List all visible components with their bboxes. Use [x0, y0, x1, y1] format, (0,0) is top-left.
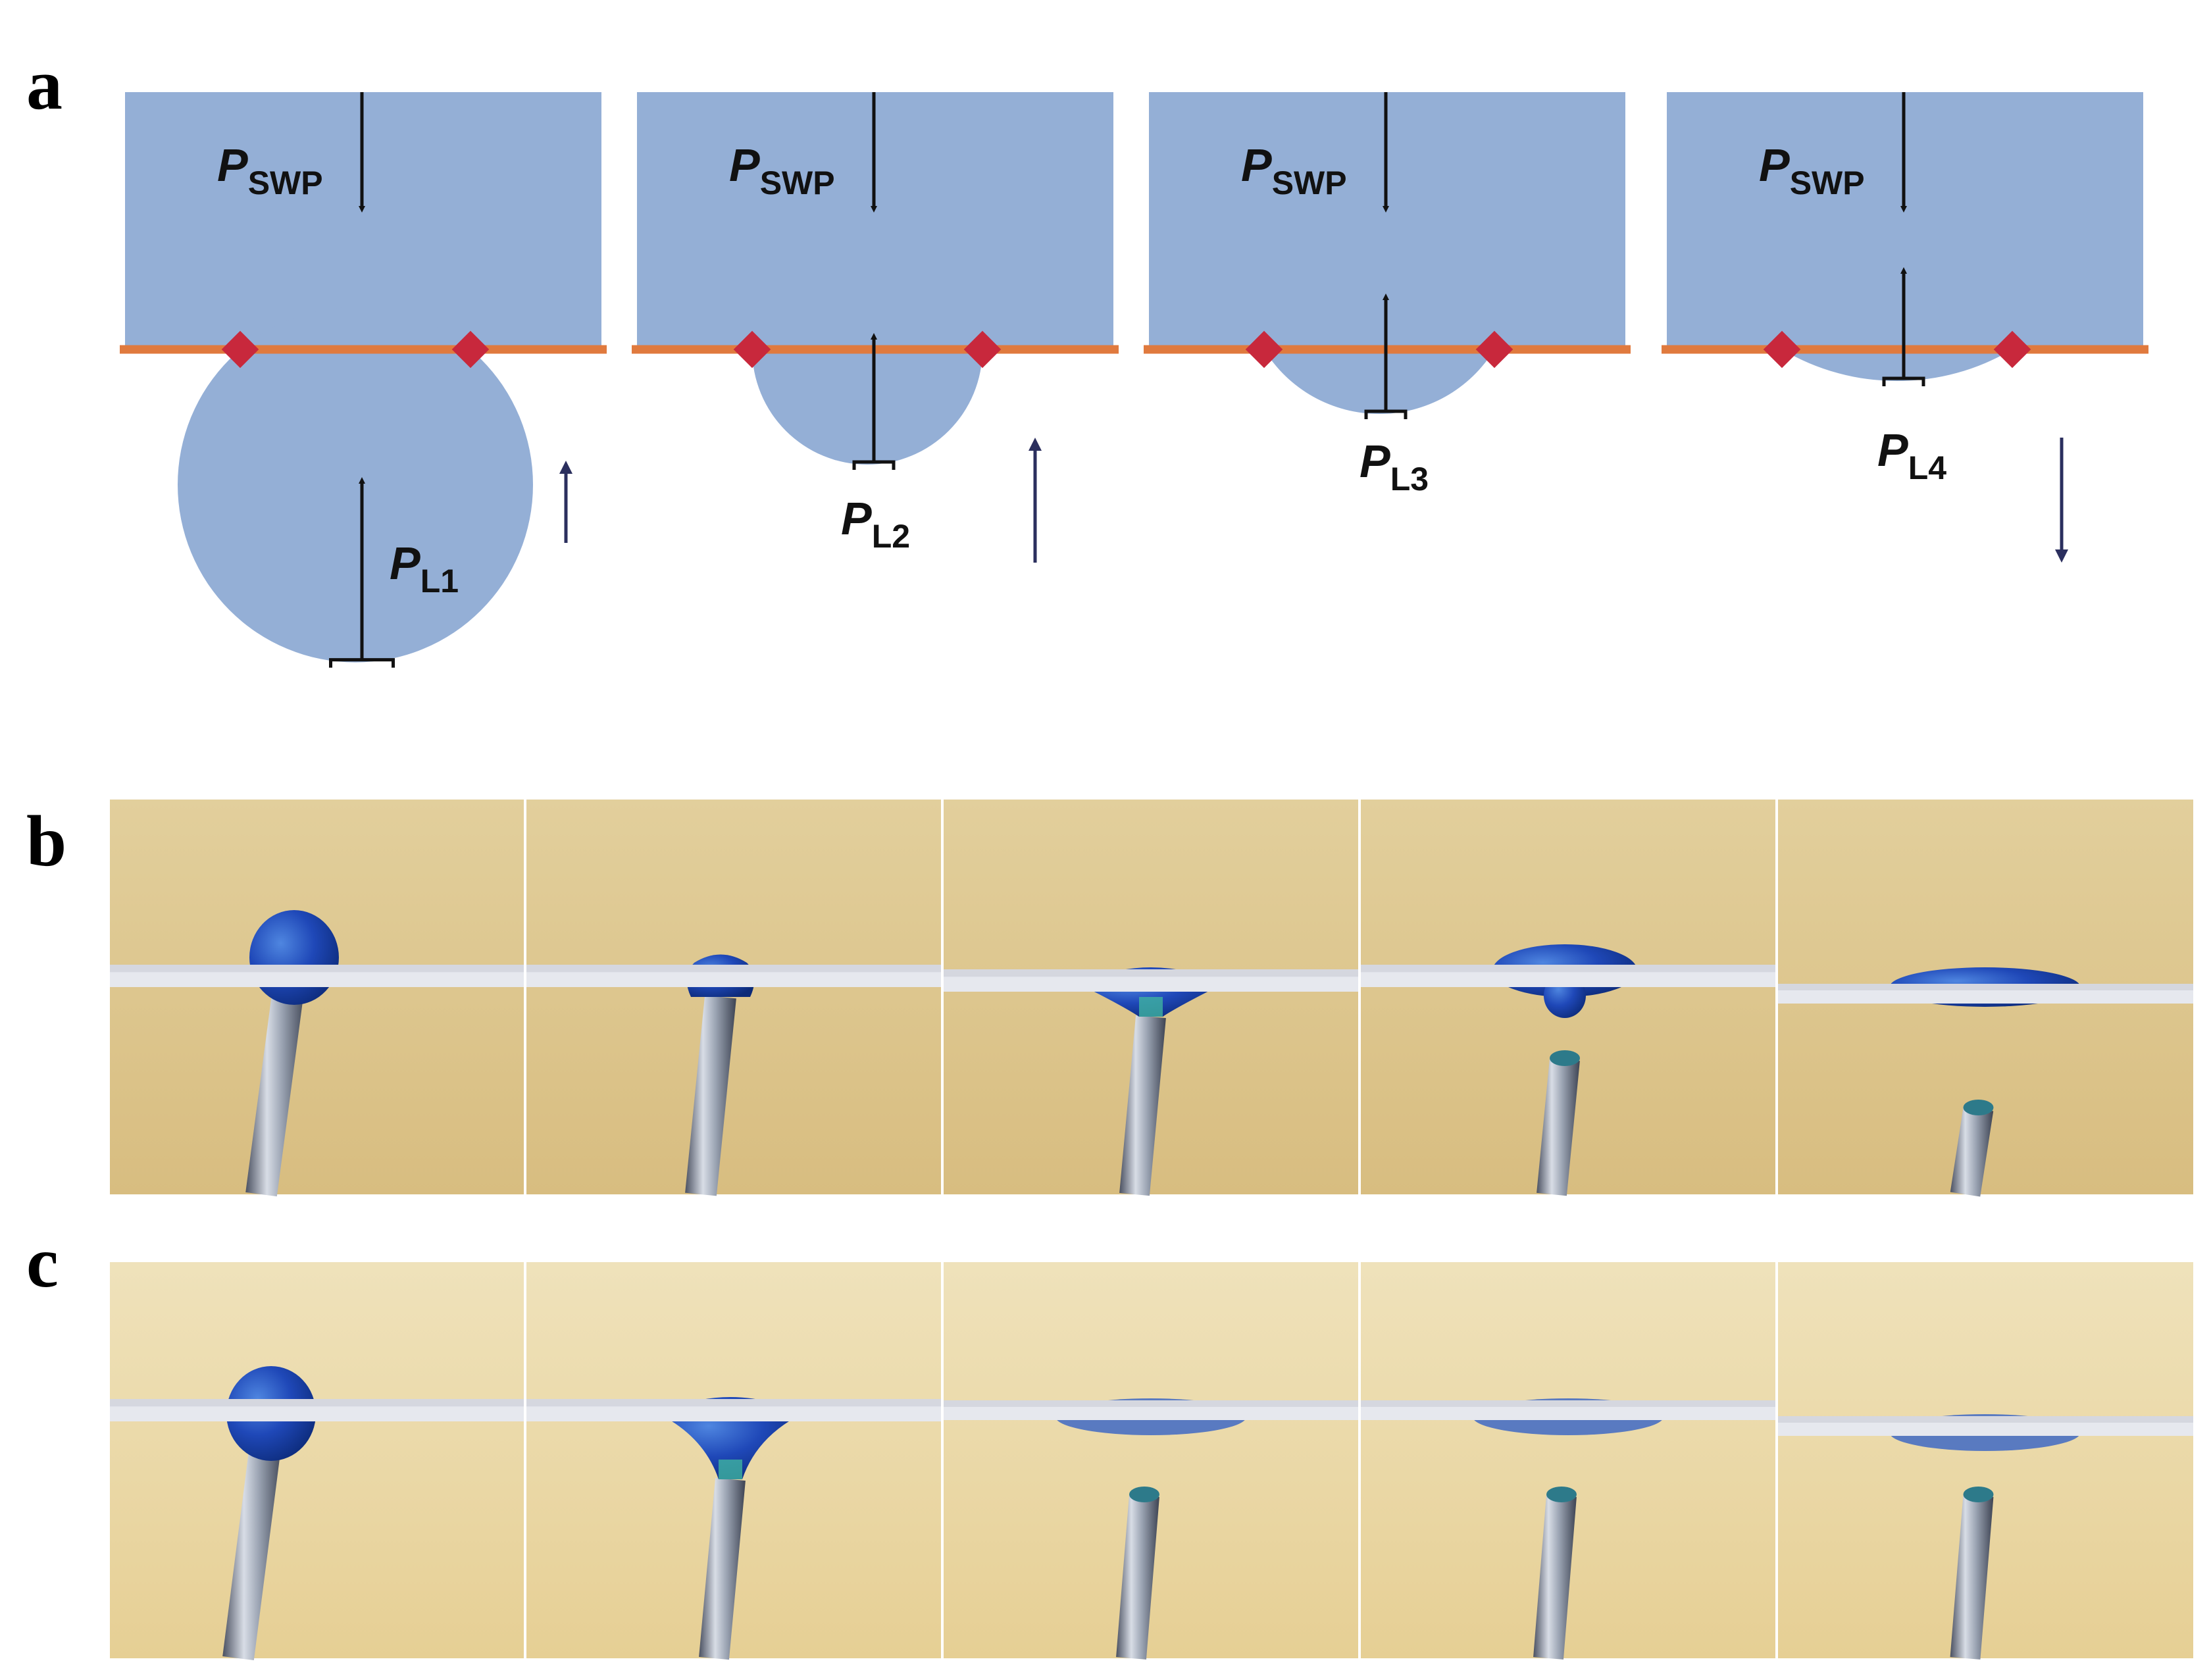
water-droplet	[752, 349, 982, 465]
photo-frame	[1360, 800, 1777, 1196]
laplace-pressure-label: PL2	[841, 493, 910, 555]
needle	[1119, 1015, 1166, 1196]
photo-frame	[1360, 1262, 1777, 1660]
frame-separator	[524, 1262, 526, 1658]
laplace-pressure-label: PL1	[390, 538, 459, 599]
pressure-bracket	[1364, 409, 1408, 419]
swp-pressure-label: PSWP	[1241, 140, 1347, 201]
acceleration-indicator	[559, 461, 572, 543]
frame-separator	[524, 800, 526, 1194]
needle-tip-residue	[1963, 1487, 1994, 1502]
panel-a-schematic: PSWP PL1 PSWP PL2 PSWP PL3 PSWP PL4	[120, 92, 2148, 668]
stage-iv: PSWP PL4	[1662, 92, 2148, 563]
photo-frame	[110, 800, 525, 1197]
needle-tip-residue	[1129, 1487, 1159, 1502]
contact-point	[963, 330, 1002, 369]
photo-frame	[942, 1262, 1360, 1660]
photo-frame	[1777, 1262, 2193, 1660]
needle	[1116, 1494, 1159, 1660]
thread-shade	[525, 965, 942, 973]
panel-b-photo-sequence	[110, 800, 2193, 1197]
needle	[699, 1477, 746, 1660]
contact-point	[1993, 330, 2031, 369]
photo-frame	[525, 1262, 942, 1660]
contact-point	[1763, 330, 1801, 369]
frame-separator	[1775, 800, 1778, 1194]
needle	[1950, 1106, 1994, 1197]
panel-letter-a: a	[26, 44, 63, 124]
needle	[685, 995, 736, 1196]
swp-pressure-label: PSWP	[729, 140, 835, 201]
stage-ii: PSWP PL2	[632, 92, 1119, 563]
acceleration-indicator	[2055, 438, 2068, 563]
needle-tip-residue	[1963, 1100, 1994, 1115]
swp-pressure-label: PSWP	[217, 140, 323, 201]
acceleration-arrow-head	[2055, 549, 2068, 563]
needle	[245, 968, 307, 1197]
panel-letter-b: b	[26, 801, 66, 881]
needle-tip-residue	[1546, 1487, 1577, 1502]
acceleration-indicator	[1029, 438, 1042, 563]
frame-separator	[941, 1262, 944, 1658]
needle-tip-residue	[1550, 1050, 1580, 1066]
photo-frame	[942, 800, 1360, 1196]
thread-shade	[1360, 1400, 1777, 1407]
thread-shade	[942, 969, 1360, 977]
acceleration-arrow-head	[1029, 438, 1042, 451]
laplace-pressure-label: PL4	[1877, 424, 1946, 486]
frame-separator	[941, 800, 944, 1194]
thread-shade	[110, 1399, 525, 1407]
panel-c-photo-sequence	[110, 1262, 2193, 1661]
pressure-bracket	[852, 460, 896, 470]
water-droplet	[1264, 349, 1494, 414]
panel-letter-c: c	[26, 1222, 59, 1302]
acceleration-arrow-head	[559, 461, 572, 474]
needle	[1533, 1494, 1577, 1660]
frame-separator	[1358, 1262, 1361, 1658]
stage-iii: PSWP PL3	[1144, 92, 1631, 497]
dyed-droplet	[249, 910, 339, 1005]
thread-shade	[942, 1400, 1360, 1407]
thread-shade	[1777, 1416, 2193, 1423]
contact-point	[733, 330, 771, 369]
contact-point	[1475, 330, 1513, 369]
pressure-bracket	[1882, 376, 1925, 386]
pressure-bracket	[329, 658, 395, 668]
thread-shade	[525, 1399, 942, 1407]
swp-pressure-label: PSWP	[1759, 140, 1865, 201]
frame-separator	[1775, 1262, 1778, 1658]
needle	[1537, 1057, 1580, 1196]
needle	[222, 1424, 284, 1661]
needle	[1950, 1494, 1994, 1660]
water-droplet	[1782, 349, 2012, 382]
frame-separator	[1358, 800, 1361, 1194]
thread-shade	[1777, 984, 2193, 990]
photo-frame	[110, 1262, 525, 1661]
photo-background	[110, 1262, 525, 1658]
dye-neck	[719, 1460, 742, 1479]
laplace-pressure-label: PL3	[1360, 436, 1429, 497]
photo-frame	[1777, 800, 2193, 1197]
thread-shade	[1360, 965, 1777, 973]
water-droplet	[178, 307, 533, 663]
contact-point	[1245, 330, 1283, 369]
photo-frame	[525, 800, 942, 1196]
thread-shade	[110, 965, 525, 973]
stage-i: PSWP PL1	[120, 92, 607, 668]
dye-neck	[1139, 997, 1163, 1017]
